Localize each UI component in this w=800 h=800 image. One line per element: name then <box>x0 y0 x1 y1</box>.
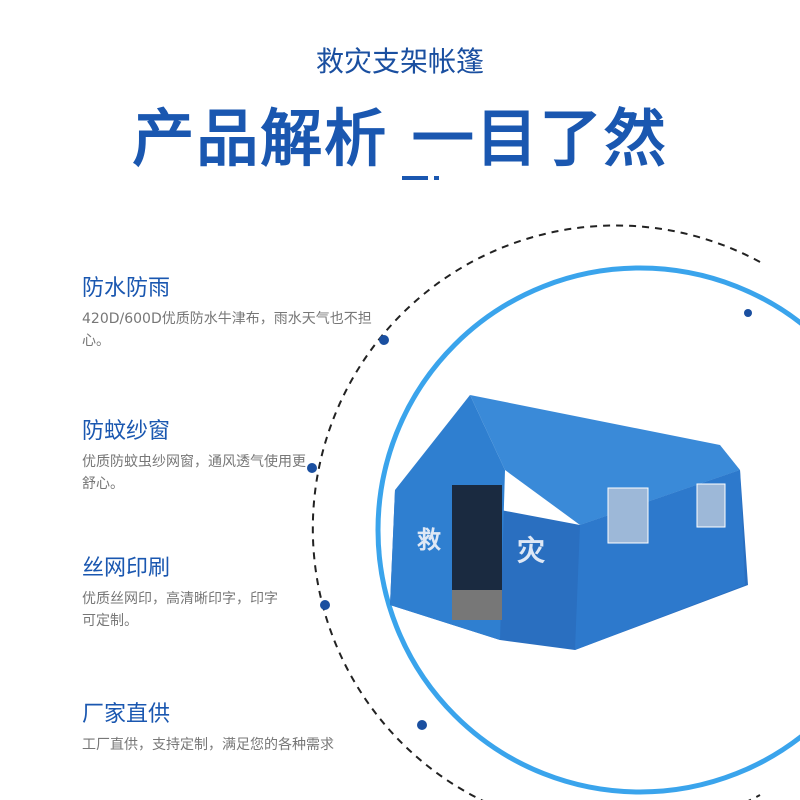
marker-dot <box>307 463 317 473</box>
feature-factory-direct: 厂家直供 工厂直供，支持定制，满足您的各种需求 <box>82 696 372 756</box>
feature-screen-print: 丝网印刷 优质丝网印，高清晰印字，印字可定制。 <box>82 550 282 632</box>
divider-dot <box>434 176 439 180</box>
feature-waterproof: 防水防雨 420D/600D优质防水牛津布，雨水天气也不担心。 <box>82 270 372 352</box>
marker-dot <box>744 309 752 317</box>
feature-title: 丝网印刷 <box>82 556 171 581</box>
marker-dot <box>379 335 389 345</box>
feature-title: 防蚊纱窗 <box>82 419 171 444</box>
feature-title: 厂家直供 <box>82 702 171 727</box>
tent-print-left: 救 <box>417 526 441 554</box>
feature-desc: 优质防蚊虫纱网窗，通风透气使用更舒心。 <box>82 454 306 492</box>
page-subtitle: 救灾支架帐篷 <box>315 45 484 78</box>
feature-desc: 优质丝网印，高清晰印字，印字可定制。 <box>82 591 278 629</box>
feature-desc: 工厂直供，支持定制，满足您的各种需求 <box>82 737 334 753</box>
feature-desc: 420D/600D优质防水牛津布，雨水天气也不担心。 <box>82 311 372 349</box>
page-title: 产品解析 一目了然 <box>132 102 668 175</box>
feature-title: 防水防雨 <box>82 276 171 301</box>
tent-image: 救 灾 <box>390 395 748 650</box>
tent-print-right: 灾 <box>517 534 545 567</box>
marker-dot <box>417 720 427 730</box>
blue-ring <box>375 265 800 795</box>
dashed-ring <box>311 224 761 800</box>
marker-dot <box>320 600 330 610</box>
feature-mosquito-net: 防蚊纱窗 优质防蚊虫纱网窗，通风透气使用更舒心。 <box>82 413 312 495</box>
divider <box>402 176 428 180</box>
